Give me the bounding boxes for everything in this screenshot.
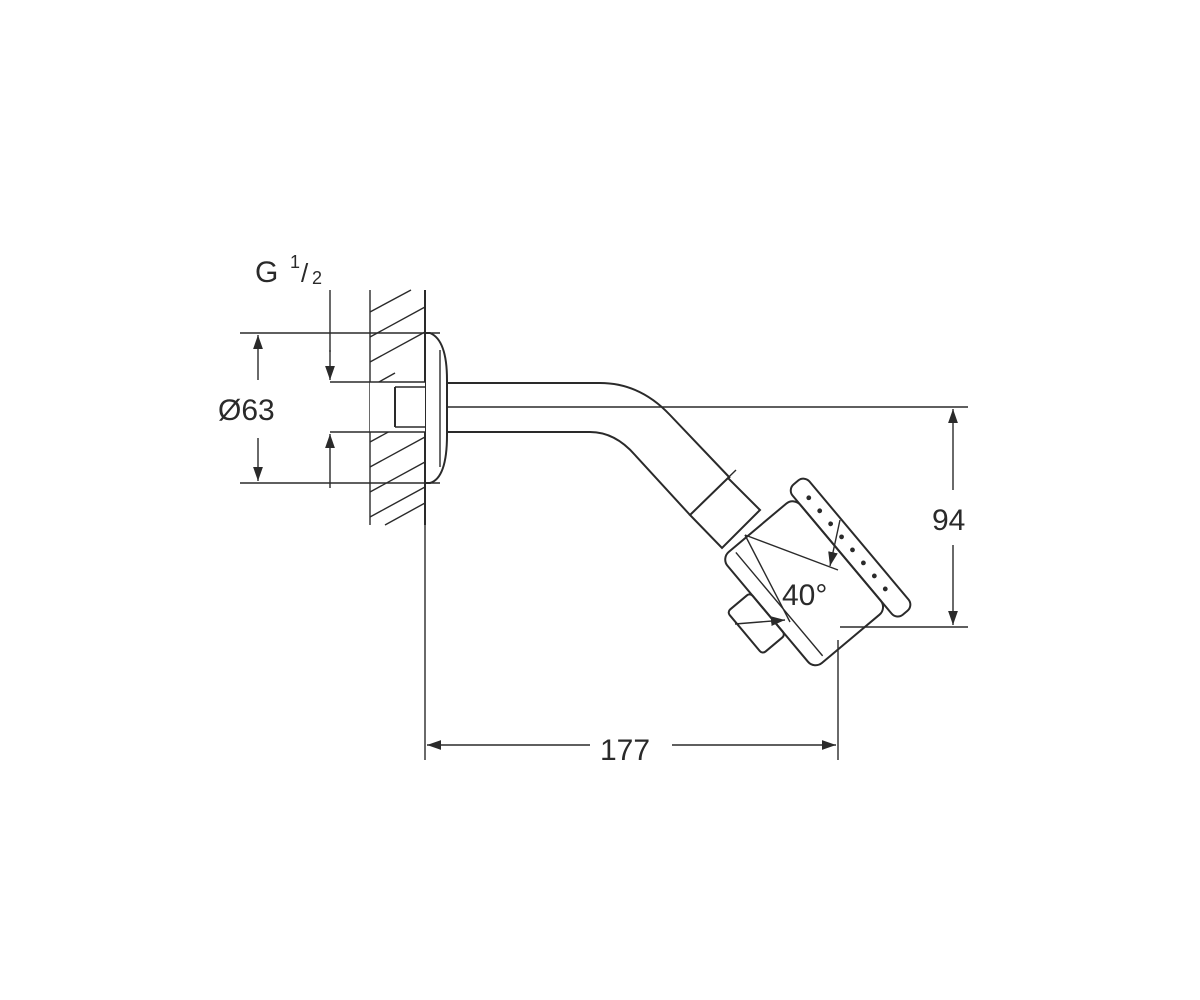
length-label: 177 bbox=[600, 734, 650, 767]
diameter-dimension: Ø63 bbox=[218, 332, 440, 484]
thread-fraction-numerator: 1 bbox=[290, 252, 300, 272]
angle-arrow-left bbox=[734, 616, 786, 627]
escutcheon-flange bbox=[425, 332, 448, 484]
thread-fraction-slash: / bbox=[301, 258, 309, 288]
angle-label: 40° bbox=[782, 579, 827, 612]
thread-label: G bbox=[255, 256, 278, 289]
wall bbox=[330, 289, 426, 526]
pipe-opening bbox=[370, 382, 425, 432]
spray-nozzles bbox=[806, 495, 888, 592]
height-dimension: 94 bbox=[447, 406, 968, 628]
diameter-label: Ø63 bbox=[218, 394, 275, 427]
arm-nut bbox=[688, 476, 762, 550]
head-face bbox=[789, 477, 912, 618]
angle-indicator: 40° bbox=[734, 519, 841, 627]
height-label: 94 bbox=[932, 504, 965, 537]
angle-arrow-top bbox=[828, 519, 841, 567]
shower-head bbox=[724, 477, 912, 667]
thread-fraction-denominator: 2 bbox=[312, 268, 322, 288]
shower-arm bbox=[447, 382, 762, 550]
length-dimension: 177 bbox=[424, 525, 839, 767]
thread-dimension: G 1 / 2 bbox=[255, 252, 335, 488]
